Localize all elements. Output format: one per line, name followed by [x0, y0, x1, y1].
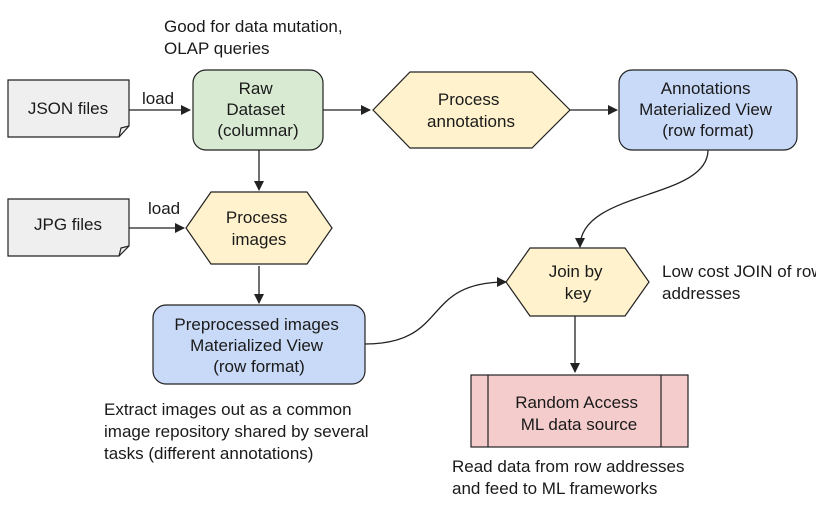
node-box — [618, 69, 798, 151]
hexagon-shape — [505, 247, 650, 317]
node-json-files: JSON files — [7, 79, 130, 138]
node-join-by-key: Join by key — [505, 247, 650, 317]
note-ml: Read data from row addresses and feed to… — [452, 457, 689, 498]
svg-text:Join by key: Join by key — [549, 262, 608, 303]
node-process-images: Process images — [185, 191, 333, 265]
svg-text:JSON files: JSON files — [28, 99, 108, 118]
node-raw-dataset: Raw Dataset (columnar) — [192, 69, 324, 151]
note-join: Low cost JOIN of row addresses — [662, 262, 816, 303]
edge-annotations-view-to-join — [575, 149, 709, 248]
node-label-line: Process — [226, 208, 287, 227]
node-box — [470, 374, 689, 448]
note-line: image repository shared by several — [104, 422, 369, 441]
note-line: addresses — [662, 284, 740, 303]
document-fold — [118, 125, 130, 138]
node-label-line: annotations — [427, 112, 515, 131]
svg-text:Annotations Materialized: Annotations Materialized View (row forma… — [639, 79, 777, 140]
svg-text:Raw Dataset (colum: Raw Dataset (columnar) — [217, 79, 298, 140]
svg-text:JPG files: JPG files — [34, 215, 102, 234]
connectors — [129, 105, 709, 373]
svg-text:Process annotations: Process annotations — [427, 90, 515, 131]
node-label-line: key — [565, 284, 592, 303]
node-label-line: (row format) — [662, 121, 754, 140]
svg-text:Random Access ML data so: Random Access ML data source — [515, 393, 643, 434]
node-box — [152, 304, 366, 385]
note-line: tasks (different annotations) — [104, 444, 313, 463]
note-raw-dataset: Good for data mutation, OLAP queries — [164, 17, 347, 58]
node-label-line: Materialized View — [190, 336, 324, 355]
node-random-access: Random Access ML data source — [470, 374, 689, 448]
node-process-annotations: Process annotations — [372, 71, 571, 149]
note-line: Low cost JOIN of row — [662, 262, 816, 281]
svg-text:Process images: Process images — [226, 208, 292, 249]
node-label-line: JSON files — [28, 99, 108, 118]
node-label-line: Preprocessed images — [174, 315, 338, 334]
node-label-line: Join by — [549, 262, 603, 281]
edge-preprocessed-to-join — [364, 277, 507, 345]
node-label-line: Raw — [239, 79, 274, 98]
node-box — [192, 69, 324, 151]
hexagon-shape — [372, 71, 571, 149]
note-line: OLAP queries — [164, 39, 270, 58]
node-jpg-files: JPG files — [7, 198, 130, 257]
node-label-line: (columnar) — [217, 121, 298, 140]
edge-label-load-json: load — [142, 89, 174, 108]
node-label-line: Process — [438, 90, 499, 109]
node-label-line: Annotations — [661, 79, 751, 98]
note-line: Good for data mutation, — [164, 17, 343, 36]
node-label-line: Random Access — [515, 393, 638, 412]
document-shape — [7, 198, 130, 257]
node-label-line: JPG files — [34, 215, 102, 234]
node-label-line: images — [232, 230, 287, 249]
note-line: Extract images out as a common — [104, 400, 352, 419]
edge-label-load-jpg: load — [148, 199, 180, 218]
node-preprocessed-view: Preprocessed images Materialized View (r… — [152, 304, 366, 385]
node-label-line: (row format) — [213, 357, 305, 376]
hexagon-shape — [185, 191, 333, 265]
svg-text:Preprocessed images Mate: Preprocessed images Materialized View (r… — [174, 315, 343, 376]
note-line: and feed to ML frameworks — [452, 479, 657, 498]
node-label-line: Dataset — [226, 100, 285, 119]
document-shape — [7, 79, 130, 138]
note-images: Extract images out as a common image rep… — [104, 400, 373, 463]
node-annotations-view: Annotations Materialized View (row forma… — [618, 69, 798, 151]
node-label-line: Materialized View — [639, 100, 773, 119]
document-fold — [118, 245, 130, 257]
note-line: Read data from row addresses — [452, 457, 684, 476]
node-label-line: ML data source — [521, 415, 638, 434]
